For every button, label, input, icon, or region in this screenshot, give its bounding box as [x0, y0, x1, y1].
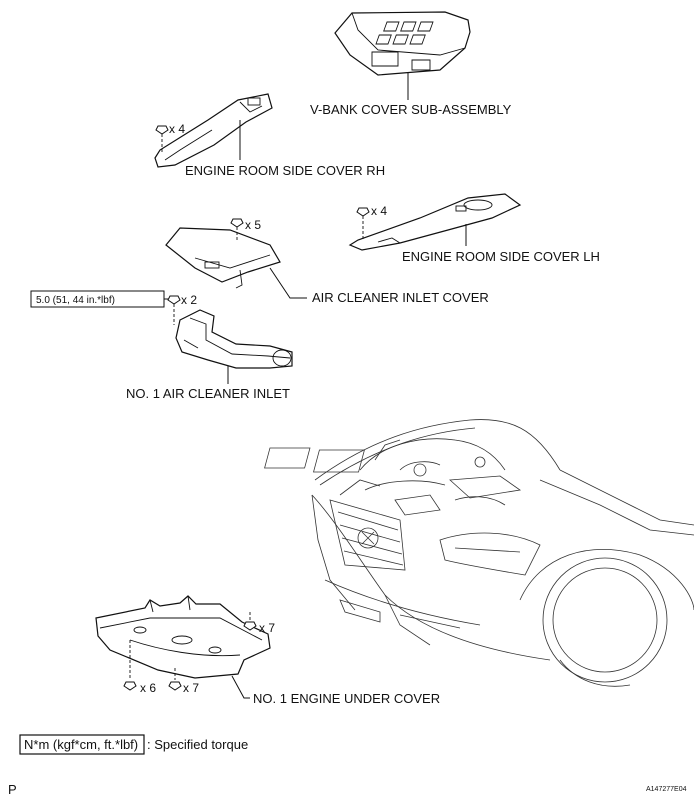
- v-bank-cover-part: [334, 11, 471, 76]
- bolt-icon: [356, 207, 370, 240]
- no1-engine-under-cover-part: [95, 595, 271, 679]
- under-cover-right-fastener-count: x 7: [259, 621, 275, 635]
- bolt-icon: [168, 668, 182, 691]
- bolt-icon: [230, 218, 244, 240]
- air-cleaner-inlet-cover-label: AIR CLEANER INLET COVER: [312, 290, 489, 305]
- lh-cover-fastener-count: x 4: [371, 204, 387, 218]
- no1-engine-under-cover-label: NO. 1 ENGINE UNDER COVER: [253, 691, 440, 706]
- vehicle-front-illustration: [264, 419, 694, 687]
- engine-room-side-cover-lh-part: [348, 193, 522, 251]
- v-bank-cover-label: V-BANK COVER SUB-ASSEMBLY: [310, 102, 512, 117]
- no1-engine-under-cover-leader: [231, 675, 250, 699]
- air-cleaner-inlet-fastener-count: x 2: [181, 293, 197, 307]
- engine-room-side-cover-rh-label: ENGINE ROOM SIDE COVER RH: [185, 163, 385, 178]
- no1-air-cleaner-inlet-label: NO. 1 AIR CLEANER INLET: [126, 386, 290, 401]
- legend-description: : Specified torque: [147, 737, 248, 752]
- figure-id: A147277E04: [646, 786, 687, 793]
- air-cleaner-inlet-cover-part: [165, 227, 281, 289]
- air-cleaner-inlet-cover-leader: [269, 267, 307, 299]
- rh-cover-fastener-count: x 4: [169, 122, 185, 136]
- inlet-cover-fastener-count: x 5: [245, 218, 261, 232]
- torque-spec-value: 5.0 (51, 44 in.*lbf): [36, 295, 115, 306]
- engine-room-side-cover-lh-label: ENGINE ROOM SIDE COVER LH: [402, 249, 600, 264]
- engine-room-side-cover-rh-part: [154, 93, 273, 168]
- bolt-icon: [123, 640, 137, 691]
- torque-legend: N*m (kgf*cm, ft.*lbf) : Specified torque: [19, 734, 248, 755]
- torque-spec-box: 5.0 (51, 44 in.*lbf): [30, 290, 170, 308]
- bolt-icon: [167, 295, 181, 325]
- bolt-icon: [243, 612, 257, 632]
- under-cover-mid-fastener-count: x 7: [183, 681, 199, 695]
- no1-air-cleaner-inlet-part: [175, 309, 293, 369]
- legend-unit-box: N*m (kgf*cm, ft.*lbf): [24, 737, 138, 752]
- bolt-icon: [155, 125, 169, 152]
- footer-left-mark: P: [8, 782, 17, 797]
- under-cover-left-fastener-count: x 6: [140, 681, 156, 695]
